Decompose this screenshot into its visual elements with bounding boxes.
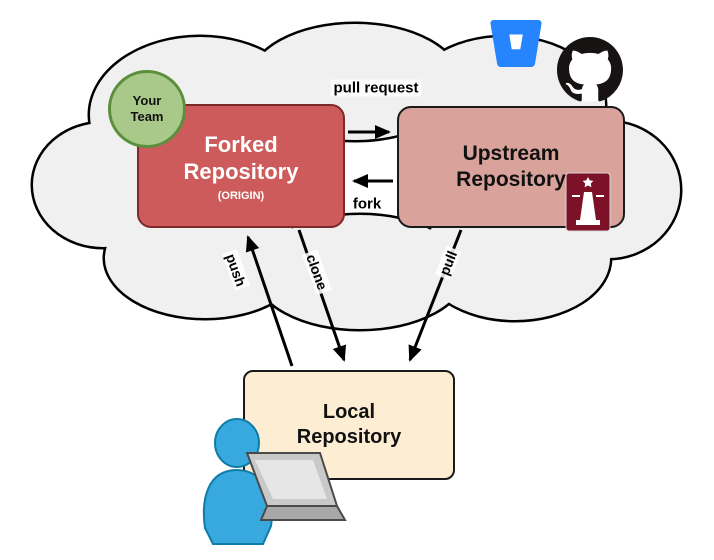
your-team-label: Your Team: [130, 93, 164, 124]
person-laptop-icon: [202, 418, 347, 545]
bitbucket-icon: [490, 20, 542, 67]
upstream-repository-title: Upstream Repository: [456, 141, 566, 191]
clone-arrow: [297, 229, 347, 362]
github-icon: [557, 37, 623, 102]
local-repository-title: Local Repository: [296, 401, 402, 448]
forked-repository-title: Forked Repository: [183, 131, 299, 185]
edge-label-fork: fork: [349, 195, 385, 213]
forked-repository-subtitle: (ORIGIN): [217, 189, 265, 202]
edge-label-pull-request: pull request: [330, 79, 422, 97]
upstream-repository-node: Upstream Repository: [397, 106, 625, 228]
university-shield-icon: [565, 172, 611, 232]
your-team-badge: Your Team: [108, 70, 186, 148]
push-arrow: [245, 235, 294, 367]
